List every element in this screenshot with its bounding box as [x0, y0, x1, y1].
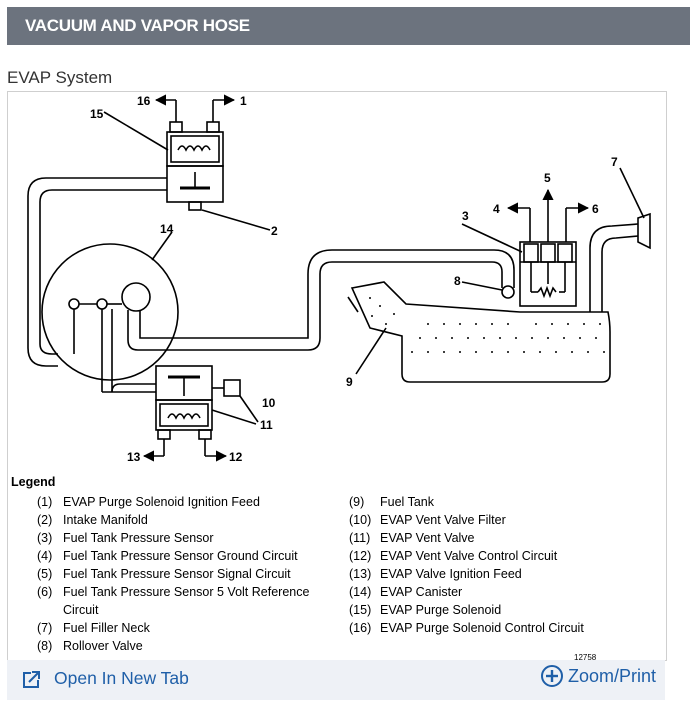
legend-item: (9)Fuel Tank [349, 495, 434, 509]
section-title: EVAP System [7, 68, 113, 87]
rollover-valve [501, 285, 515, 299]
open-in-new-tab-label: Open In New Tab [54, 668, 189, 688]
callout-7: 7 [611, 155, 618, 169]
legend-item: (11)EVAP Vent Valve [349, 531, 475, 545]
callout-12: 12 [229, 450, 243, 464]
open-in-new-tab-link[interactable]: Open In New Tab [22, 668, 189, 689]
callout-15: 15 [90, 107, 104, 121]
legend-item: (8)Rollover Valve [37, 639, 143, 653]
external-link-icon [23, 669, 41, 688]
legend-item: (4)Fuel Tank Pressure Sensor Ground Circ… [37, 549, 298, 563]
fuel-filler-neck [589, 223, 639, 312]
page-header: VACUUM AND VAPOR HOSE [7, 7, 690, 45]
legend-item: (13)EVAP Valve Ignition Feed [349, 567, 522, 581]
fuel-tank-pressure-sensor [519, 241, 577, 307]
legend-item: (3)Fuel Tank Pressure Sensor [37, 531, 214, 545]
fuel-tank [350, 281, 611, 383]
evap-purge-solenoid [166, 121, 224, 211]
fuel-level-dots [369, 297, 605, 353]
header-title: VACUUM AND VAPOR HOSE [25, 16, 250, 35]
legend-item: (5)Fuel Tank Pressure Sensor Signal Circ… [37, 567, 291, 581]
legend-item: (16)EVAP Purge Solenoid Control Circuit [349, 621, 584, 635]
zoom-print-label: Zoom/Print [567, 665, 656, 686]
callout-9: 9 [346, 375, 353, 389]
legend-left-column: (1)EVAP Purge Solenoid Ignition Feed (2)… [37, 493, 337, 655]
legend-item: (15)EVAP Purge Solenoid [349, 603, 502, 617]
callout-6: 6 [592, 202, 599, 216]
legend-item: (2)Intake Manifold [37, 513, 148, 527]
legend-title: Legend [11, 475, 56, 489]
legend-item: (1)EVAP Purge Solenoid Ignition Feed [37, 495, 260, 509]
figure-footer: Open In New Tab Zoom/Print [7, 660, 665, 700]
evap-system-diagram: 1 2 3 4 5 6 7 8 9 10 11 12 13 14 15 16 [27, 94, 651, 464]
figure-number: 12758 [574, 653, 597, 661]
callout-5: 5 [544, 171, 551, 185]
callout-4: 4 [493, 202, 500, 216]
diagram-figure: 1 2 3 4 5 6 7 8 9 10 11 12 13 14 15 16 L… [7, 91, 667, 661]
callout-13: 13 [127, 450, 141, 464]
legend-item: (14)EVAP Canister [349, 585, 463, 599]
legend-item: (10)EVAP Vent Valve Filter [349, 513, 506, 527]
evap-vent-valve [155, 365, 213, 440]
callout-2: 2 [271, 224, 278, 238]
zoom-print-link[interactable]: Zoom/Print [540, 664, 656, 688]
legend-item: (12)EVAP Vent Valve Control Circuit [349, 549, 558, 563]
callout-11: 11 [260, 418, 273, 432]
callout-16: 16 [137, 94, 151, 108]
legend-item: (6)Fuel Tank Pressure Sensor 5 Volt Refe… [37, 585, 310, 617]
legend-right-column: (9)Fuel Tank (10)EVAP Vent Valve Filter … [349, 493, 659, 637]
callout-1: 1 [240, 94, 247, 108]
callout-10: 10 [262, 396, 276, 410]
callout-8: 8 [454, 274, 461, 288]
callout-14: 14 [160, 222, 174, 236]
evap-vent-valve-filter [223, 379, 241, 397]
evap-canister [41, 243, 179, 381]
plus-circle-icon [540, 665, 563, 687]
callout-3: 3 [462, 209, 469, 223]
legend-item: (7)Fuel Filler Neck [37, 621, 150, 635]
